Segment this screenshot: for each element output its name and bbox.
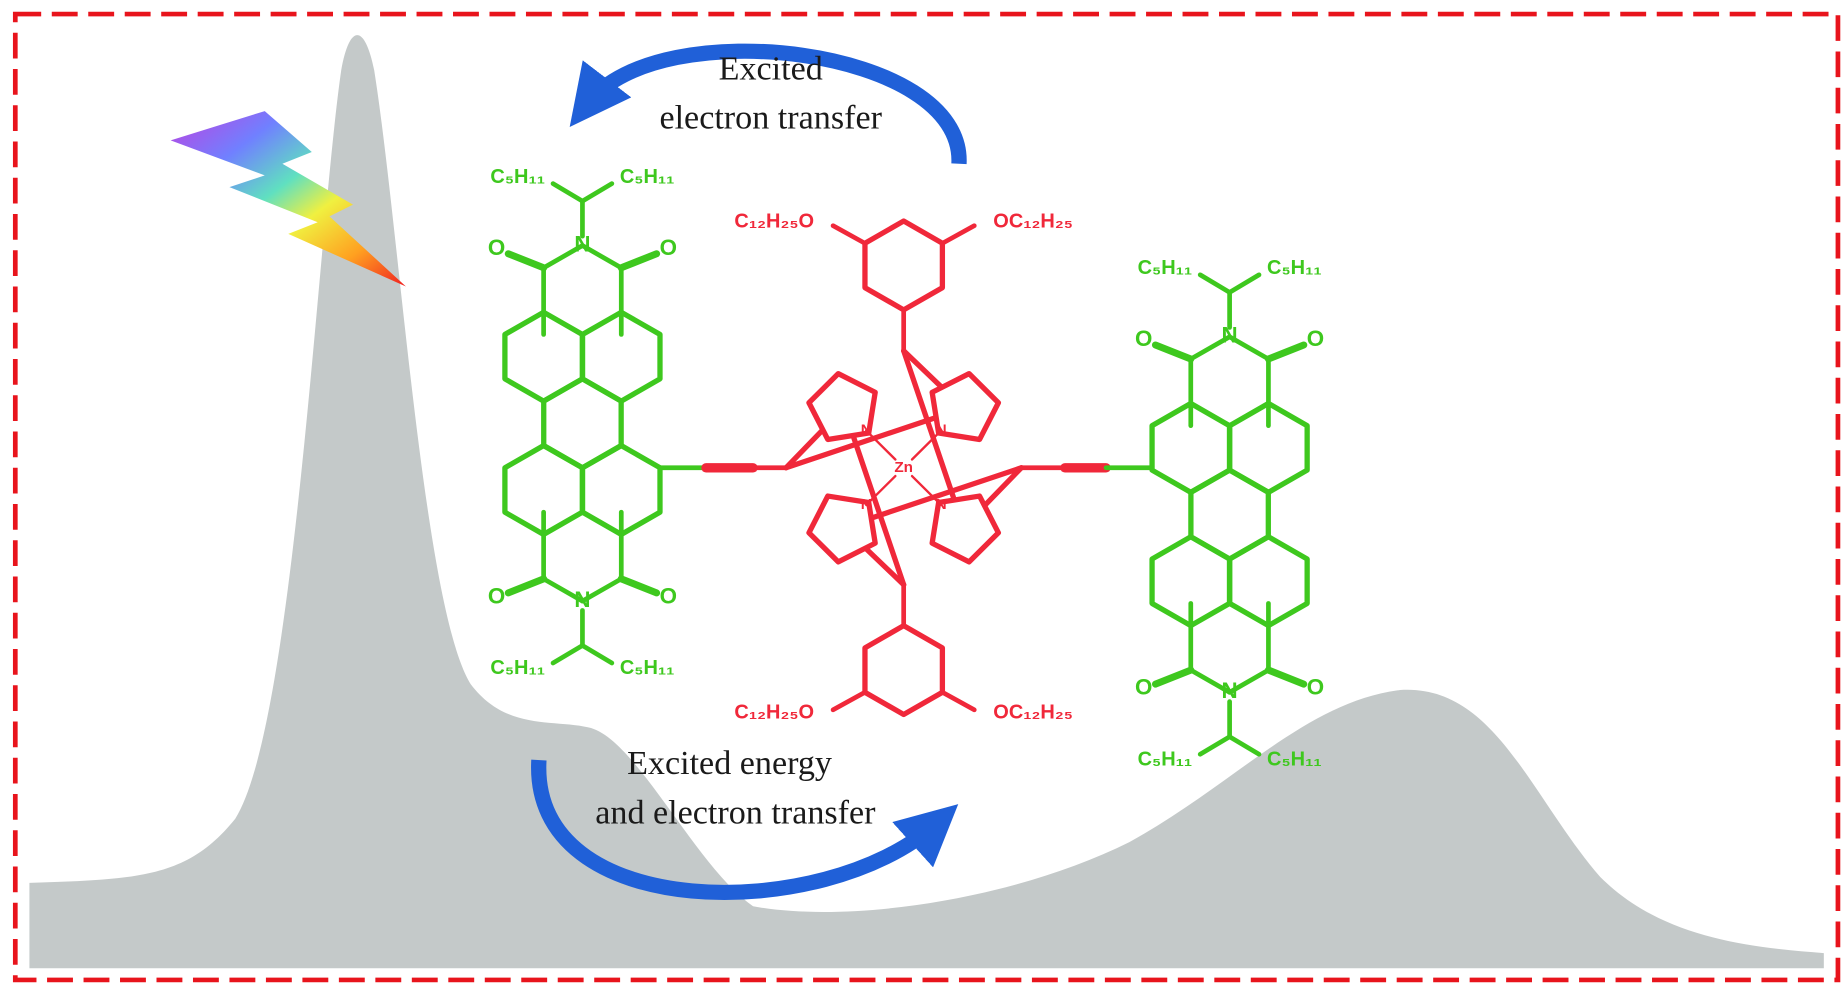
alkyl-chain-label: C₅H₁₁ [620,657,675,679]
alkyl-chain-label: C₅H₁₁ [1138,748,1193,770]
pyrrole-ring [806,370,878,443]
top-caption-line2: electron transfer [659,100,882,137]
pyrrole-ring [806,493,878,565]
nitrogen-atom: N [574,587,590,612]
meso-bond [871,465,1024,520]
carbonyl-bond [504,250,548,272]
alkyl-chain-label: C₅H₁₁ [620,166,675,188]
alkoxy-label: C₁₂H₂₅O [734,210,814,232]
bond [1197,272,1232,295]
alkyl-chain-label: C₅H₁₁ [1267,257,1322,279]
carbonyl-bond [1151,341,1195,363]
bottom-caption-line2: and electron transfer [595,794,876,831]
dashed-border [12,11,1841,983]
meso-bond [863,546,907,588]
oxygen-atom: O [660,235,677,260]
bond [940,223,977,246]
carbonyl-bond [617,575,661,597]
bond [1188,667,1232,695]
oxygen-atom: O [488,584,505,609]
meso-bond [851,435,907,588]
bond [580,181,615,204]
bond [1188,334,1232,362]
carbonyl-bond [1151,666,1195,688]
phenyl-ring [862,623,946,718]
nitrogen-atom: N [1222,678,1238,703]
alkoxy-label: OC₁₂H₂₅ [993,210,1073,232]
meso-bond [783,415,937,471]
alkoxy-label: OC₁₂H₂₅ [993,702,1073,724]
pyrrole-ring [929,370,1002,443]
carbonyl-bond [1264,666,1308,688]
coordination-bond [865,474,897,507]
zinc-atom: Zn [894,459,913,476]
bottom-caption-line1: Excited energy [627,745,832,782]
bond [580,576,624,604]
bond [1227,334,1271,362]
oxygen-atom: O [1307,675,1324,700]
oxygen-atom: O [488,235,505,260]
alkyl-chain-label: C₅H₁₁ [490,657,545,679]
bond [550,181,585,204]
bond [541,576,585,604]
oxygen-atom: O [1307,326,1324,351]
bond [1197,734,1232,757]
meso-bond [901,348,957,501]
bond [550,643,585,666]
bond [1227,667,1271,695]
meso-bond [982,465,1024,508]
bond [580,643,615,666]
meso-bond [901,348,944,389]
bond [940,689,977,713]
bond [1227,734,1262,757]
bond [580,243,624,271]
coordination-bond [910,474,943,507]
oxygen-atom: O [1135,675,1152,700]
alkyl-chain-label: C₅H₁₁ [490,166,545,188]
absorption-spectrum [29,35,1824,969]
bond [830,223,868,246]
pyrrole-ring [929,493,1002,565]
carbonyl-bond [504,575,548,597]
nitrogen-atom: N [574,232,590,257]
curved-arrow-icon [531,759,959,901]
alkyl-chain-label: C₅H₁₁ [1138,257,1193,279]
coordination-bond [865,429,897,461]
alkoxy-label: C₁₂H₂₅O [734,702,814,724]
light-bolt-icon [170,111,406,287]
top-caption-line1: Excited [719,51,823,88]
oxygen-atom: O [1135,326,1152,351]
bond [541,243,585,271]
curved-arrow-icon [569,43,967,165]
phenyl-ring [862,218,946,313]
bond [830,689,868,713]
meso-bond [783,428,825,471]
nitrogen-atom: N [1222,323,1238,348]
oxygen-atom: O [660,584,677,609]
carbonyl-bond [1264,341,1308,363]
bond [1227,272,1262,295]
carbonyl-bond [617,250,661,272]
alkyl-chain-label: C₅H₁₁ [1267,748,1322,770]
coordination-bond [910,429,943,461]
